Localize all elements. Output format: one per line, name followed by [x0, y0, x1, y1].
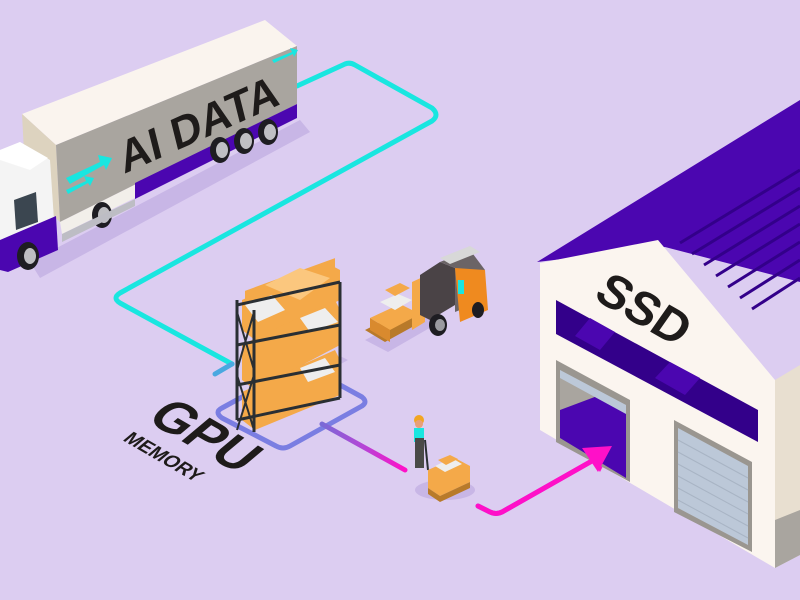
ssd-warehouse: SSD [537, 100, 800, 568]
ai-data-truck: AI DATA [0, 20, 310, 278]
forklift [365, 246, 488, 352]
arrow-into-ssd-icon [475, 446, 612, 516]
gpu-memory-rack [235, 258, 348, 432]
arrow-icon [66, 48, 298, 194]
worker-pallet-jack [414, 415, 475, 502]
open-dock-door [556, 360, 630, 482]
closed-shutter-door [674, 420, 752, 552]
